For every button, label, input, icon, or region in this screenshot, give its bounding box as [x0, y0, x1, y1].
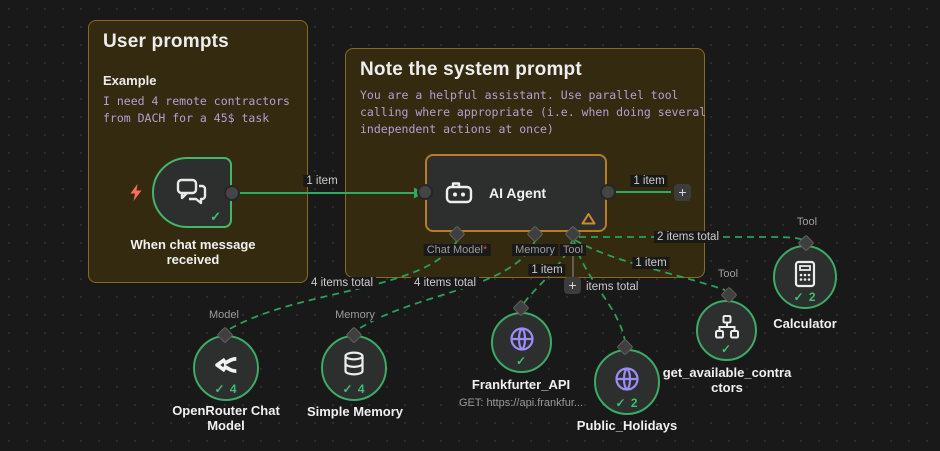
- node-label-calculator: Calculator: [773, 316, 837, 331]
- node-label-frankfurter: Frankfurter_API: [471, 377, 571, 392]
- node-label-public-holidays: Public_Holidays: [576, 418, 678, 433]
- port-label-text: Chat Model: [426, 244, 483, 256]
- edge-label-in: 1 item: [303, 175, 341, 187]
- node-ai-agent[interactable]: AI Agent: [425, 154, 607, 232]
- sticky-title: Note the system prompt: [360, 59, 582, 80]
- globe-icon: [509, 327, 534, 351]
- edge-label-frankfurter: 1 item: [528, 264, 566, 276]
- status-badge: ✓: [720, 342, 733, 356]
- node-label-openrouter: OpenRouter Chat Model: [172, 403, 280, 433]
- node-public-holidays[interactable]: ✓ 2: [594, 349, 660, 415]
- node-calculator[interactable]: ✓ 2: [773, 245, 837, 309]
- sitemap-icon: [714, 315, 739, 339]
- calculator-icon: [794, 260, 816, 287]
- node-label-trigger: When chat message received: [130, 237, 256, 267]
- sticky-code-line: I need 4 remote contractors: [103, 94, 290, 108]
- trigger-output-port[interactable]: [224, 185, 240, 201]
- port-label-memory-sub: Memory: [332, 309, 378, 321]
- status-badge: ✓ 2: [615, 396, 639, 410]
- sticky-title: User prompts: [103, 31, 229, 52]
- port-label-memory: Memory: [512, 244, 558, 256]
- add-node-button[interactable]: +: [674, 184, 691, 201]
- sticky-code-line: You are a helpful assistant. Use paralle…: [360, 88, 679, 102]
- edge-label-calculator: 2 items total: [654, 231, 722, 243]
- robot-icon: [445, 182, 473, 204]
- status-badge: ✓: [515, 354, 528, 368]
- node-simple-memory[interactable]: ✓ 4: [321, 335, 387, 401]
- node-openrouter-chat-model[interactable]: ✓ 4: [193, 335, 259, 401]
- port-label-model: Model: [206, 309, 242, 321]
- agent-title: AI Agent: [489, 185, 547, 201]
- port-label-chat-model: Chat Model*: [423, 244, 491, 256]
- required-asterisk: *: [482, 244, 488, 256]
- node-chat-trigger[interactable]: ✓: [152, 157, 232, 228]
- port-label-tool-calculator: Tool: [793, 216, 821, 228]
- node-label-simple-memory: Simple Memory: [306, 404, 404, 419]
- edge-label-out: 1 item: [630, 175, 668, 187]
- status-badge: ✓ 4: [214, 382, 238, 396]
- warning-triangle-icon: [581, 213, 596, 225]
- lightning-bolt-icon: [130, 184, 142, 201]
- port-label-tool-getavailable: Tool: [714, 268, 742, 280]
- edge-label-get-available: 1 item: [632, 257, 670, 269]
- node-get-available-contractors[interactable]: ✓: [696, 300, 757, 361]
- trigger-success-check: ✓: [210, 209, 221, 224]
- sticky-note-user-prompts[interactable]: User prompts Example I need 4 remote con…: [88, 20, 308, 283]
- sticky-code-line: from DACH for a 45$ task: [103, 111, 270, 125]
- edge-label-memory-total: 4 items total: [411, 277, 479, 289]
- database-icon: [344, 351, 364, 376]
- edge-label-model-total: 4 items total: [308, 277, 376, 289]
- sticky-code-line: calling where appropriate (i.e. when doi…: [360, 105, 707, 119]
- port-label-tool: Tool: [559, 244, 587, 256]
- agent-input-port[interactable]: [417, 184, 433, 200]
- chat-bubbles-icon: [176, 178, 207, 205]
- status-badge: ✓ 4: [342, 382, 366, 396]
- node-label-get-available: get_available_contractors: [662, 365, 792, 395]
- agent-output-port[interactable]: [600, 184, 616, 200]
- openrouter-icon: [215, 357, 237, 373]
- sticky-code-line: independent actions at once): [360, 122, 554, 136]
- node-subtitle-frankfurter: GET: https://api.frankfur...: [458, 397, 584, 409]
- sticky-heading: Example: [103, 73, 157, 88]
- globe-icon: [615, 366, 639, 391]
- add-tool-button[interactable]: +: [564, 277, 581, 294]
- edge-label-tool-total: items total: [583, 281, 642, 293]
- status-badge: ✓ 2: [793, 290, 817, 304]
- node-frankfurter-api[interactable]: ✓: [491, 312, 552, 373]
